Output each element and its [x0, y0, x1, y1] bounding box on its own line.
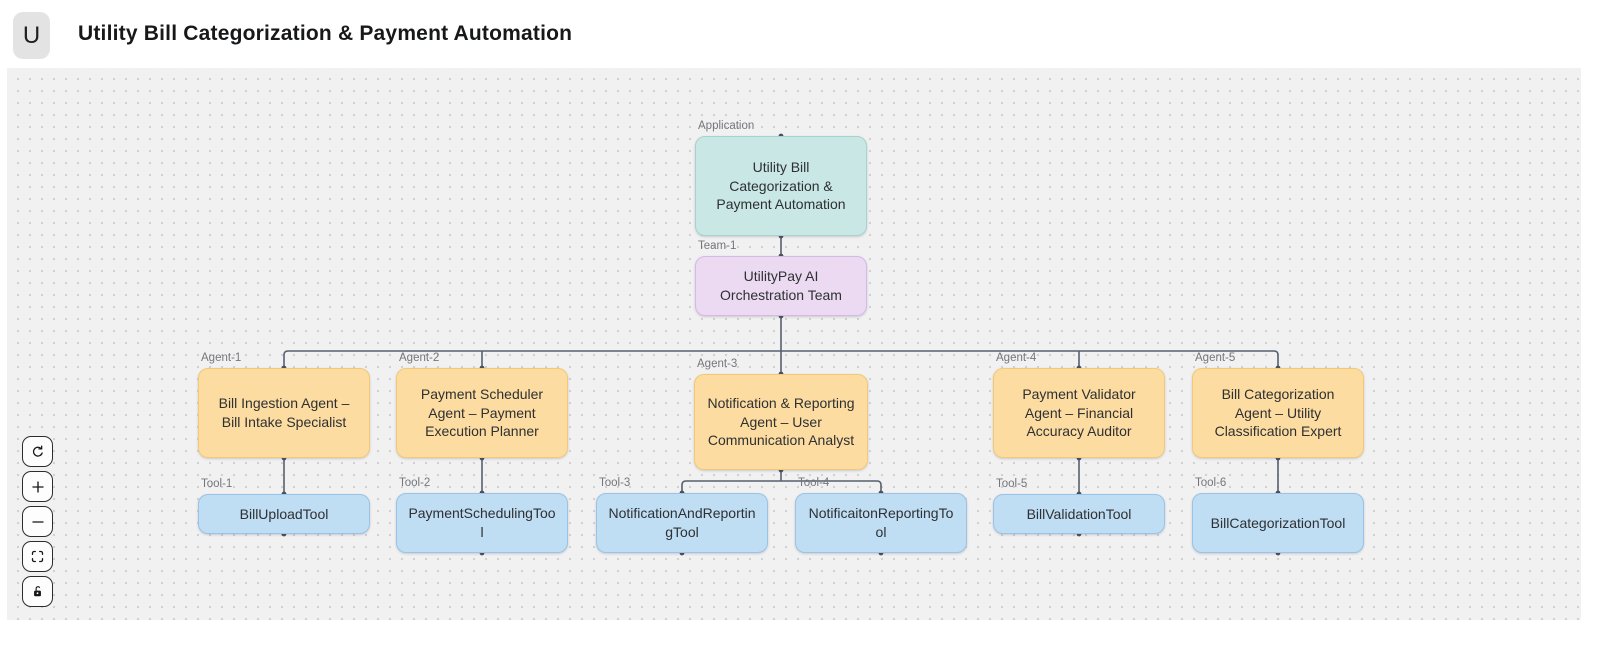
- node-box: Notification & Reporting Agent – User Co…: [694, 374, 868, 470]
- node-team-1[interactable]: Team-1 UtilityPay AI Orchestration Team: [695, 240, 867, 316]
- node-tag: Tool-6: [1195, 477, 1227, 489]
- reset-view-button[interactable]: [22, 436, 53, 467]
- node-tag: Application: [698, 120, 755, 132]
- header: U Utility Bill Categorization & Payment …: [0, 0, 1597, 68]
- plus-icon: [30, 479, 46, 495]
- node-application[interactable]: Application Utility Bill Categorization …: [695, 120, 867, 236]
- node-box: BillValidationTool: [993, 494, 1165, 534]
- node-tag: Agent-5: [1195, 352, 1236, 364]
- node-agent-5[interactable]: Agent-5 Bill Categorization Agent – Util…: [1192, 352, 1364, 458]
- node-box: Bill Categorization Agent – Utility Clas…: [1192, 368, 1364, 458]
- zoom-in-button[interactable]: [22, 471, 53, 502]
- node-box: Bill Ingestion Agent – Bill Intake Speci…: [198, 368, 370, 458]
- node-tag: Tool-1: [201, 478, 233, 490]
- node-box: Payment Scheduler Agent – Payment Execut…: [396, 368, 568, 458]
- node-box: Payment Validator Agent – Financial Accu…: [993, 368, 1165, 458]
- node-agent-4[interactable]: Agent-4 Payment Validator Agent – Financ…: [993, 352, 1165, 458]
- node-box: NotificationAndReportingTool: [596, 493, 768, 553]
- minus-icon: [30, 514, 46, 530]
- node-box: PaymentSchedulingTool: [396, 493, 568, 553]
- node-agent-2[interactable]: Agent-2 Payment Scheduler Agent – Paymen…: [396, 352, 568, 458]
- fit-view-icon: [30, 549, 45, 564]
- lock-icon: [30, 584, 45, 599]
- node-agent-3[interactable]: Agent-3 Notification & Reporting Agent –…: [694, 358, 868, 470]
- node-tool-1[interactable]: Tool-1 BillUploadTool: [198, 478, 370, 534]
- node-tool-6[interactable]: Tool-6 BillCategorizationTool: [1192, 477, 1364, 553]
- refresh-icon: [30, 444, 46, 460]
- zoom-out-button[interactable]: [22, 506, 53, 537]
- canvas-controls: [22, 436, 53, 607]
- node-box: Utility Bill Categorization & Payment Au…: [695, 136, 867, 236]
- node-tool-3[interactable]: Tool-3 NotificationAndReportingTool: [596, 477, 768, 553]
- node-tag: Agent-1: [201, 352, 242, 364]
- node-tag: Tool-2: [399, 477, 431, 489]
- node-tag: Agent-4: [996, 352, 1037, 364]
- node-tag: Team-1: [698, 240, 737, 252]
- page-title: Utility Bill Categorization & Payment Au…: [78, 22, 573, 45]
- node-box: UtilityPay AI Orchestration Team: [695, 256, 867, 316]
- fit-view-button[interactable]: [22, 541, 53, 572]
- diagram-canvas[interactable]: Application Utility Bill Categorization …: [7, 68, 1581, 620]
- node-tag: Tool-3: [599, 477, 631, 489]
- node-tag: Tool-5: [996, 478, 1028, 490]
- node-agent-1[interactable]: Agent-1 Bill Ingestion Agent – Bill Inta…: [198, 352, 370, 458]
- node-box: NotificaitonReportingTool: [795, 493, 967, 553]
- lock-button[interactable]: [22, 576, 53, 607]
- node-tool-2[interactable]: Tool-2 PaymentSchedulingTool: [396, 477, 568, 553]
- node-tag: Agent-2: [399, 352, 440, 364]
- node-box: BillUploadTool: [198, 494, 370, 534]
- app-logo[interactable]: U: [13, 12, 50, 59]
- node-tag: Tool-4: [798, 477, 830, 489]
- node-tag: Agent-3: [697, 358, 738, 370]
- node-tool-4[interactable]: Tool-4 NotificaitonReportingTool: [795, 477, 967, 553]
- node-box: BillCategorizationTool: [1192, 493, 1364, 553]
- node-tool-5[interactable]: Tool-5 BillValidationTool: [993, 478, 1165, 534]
